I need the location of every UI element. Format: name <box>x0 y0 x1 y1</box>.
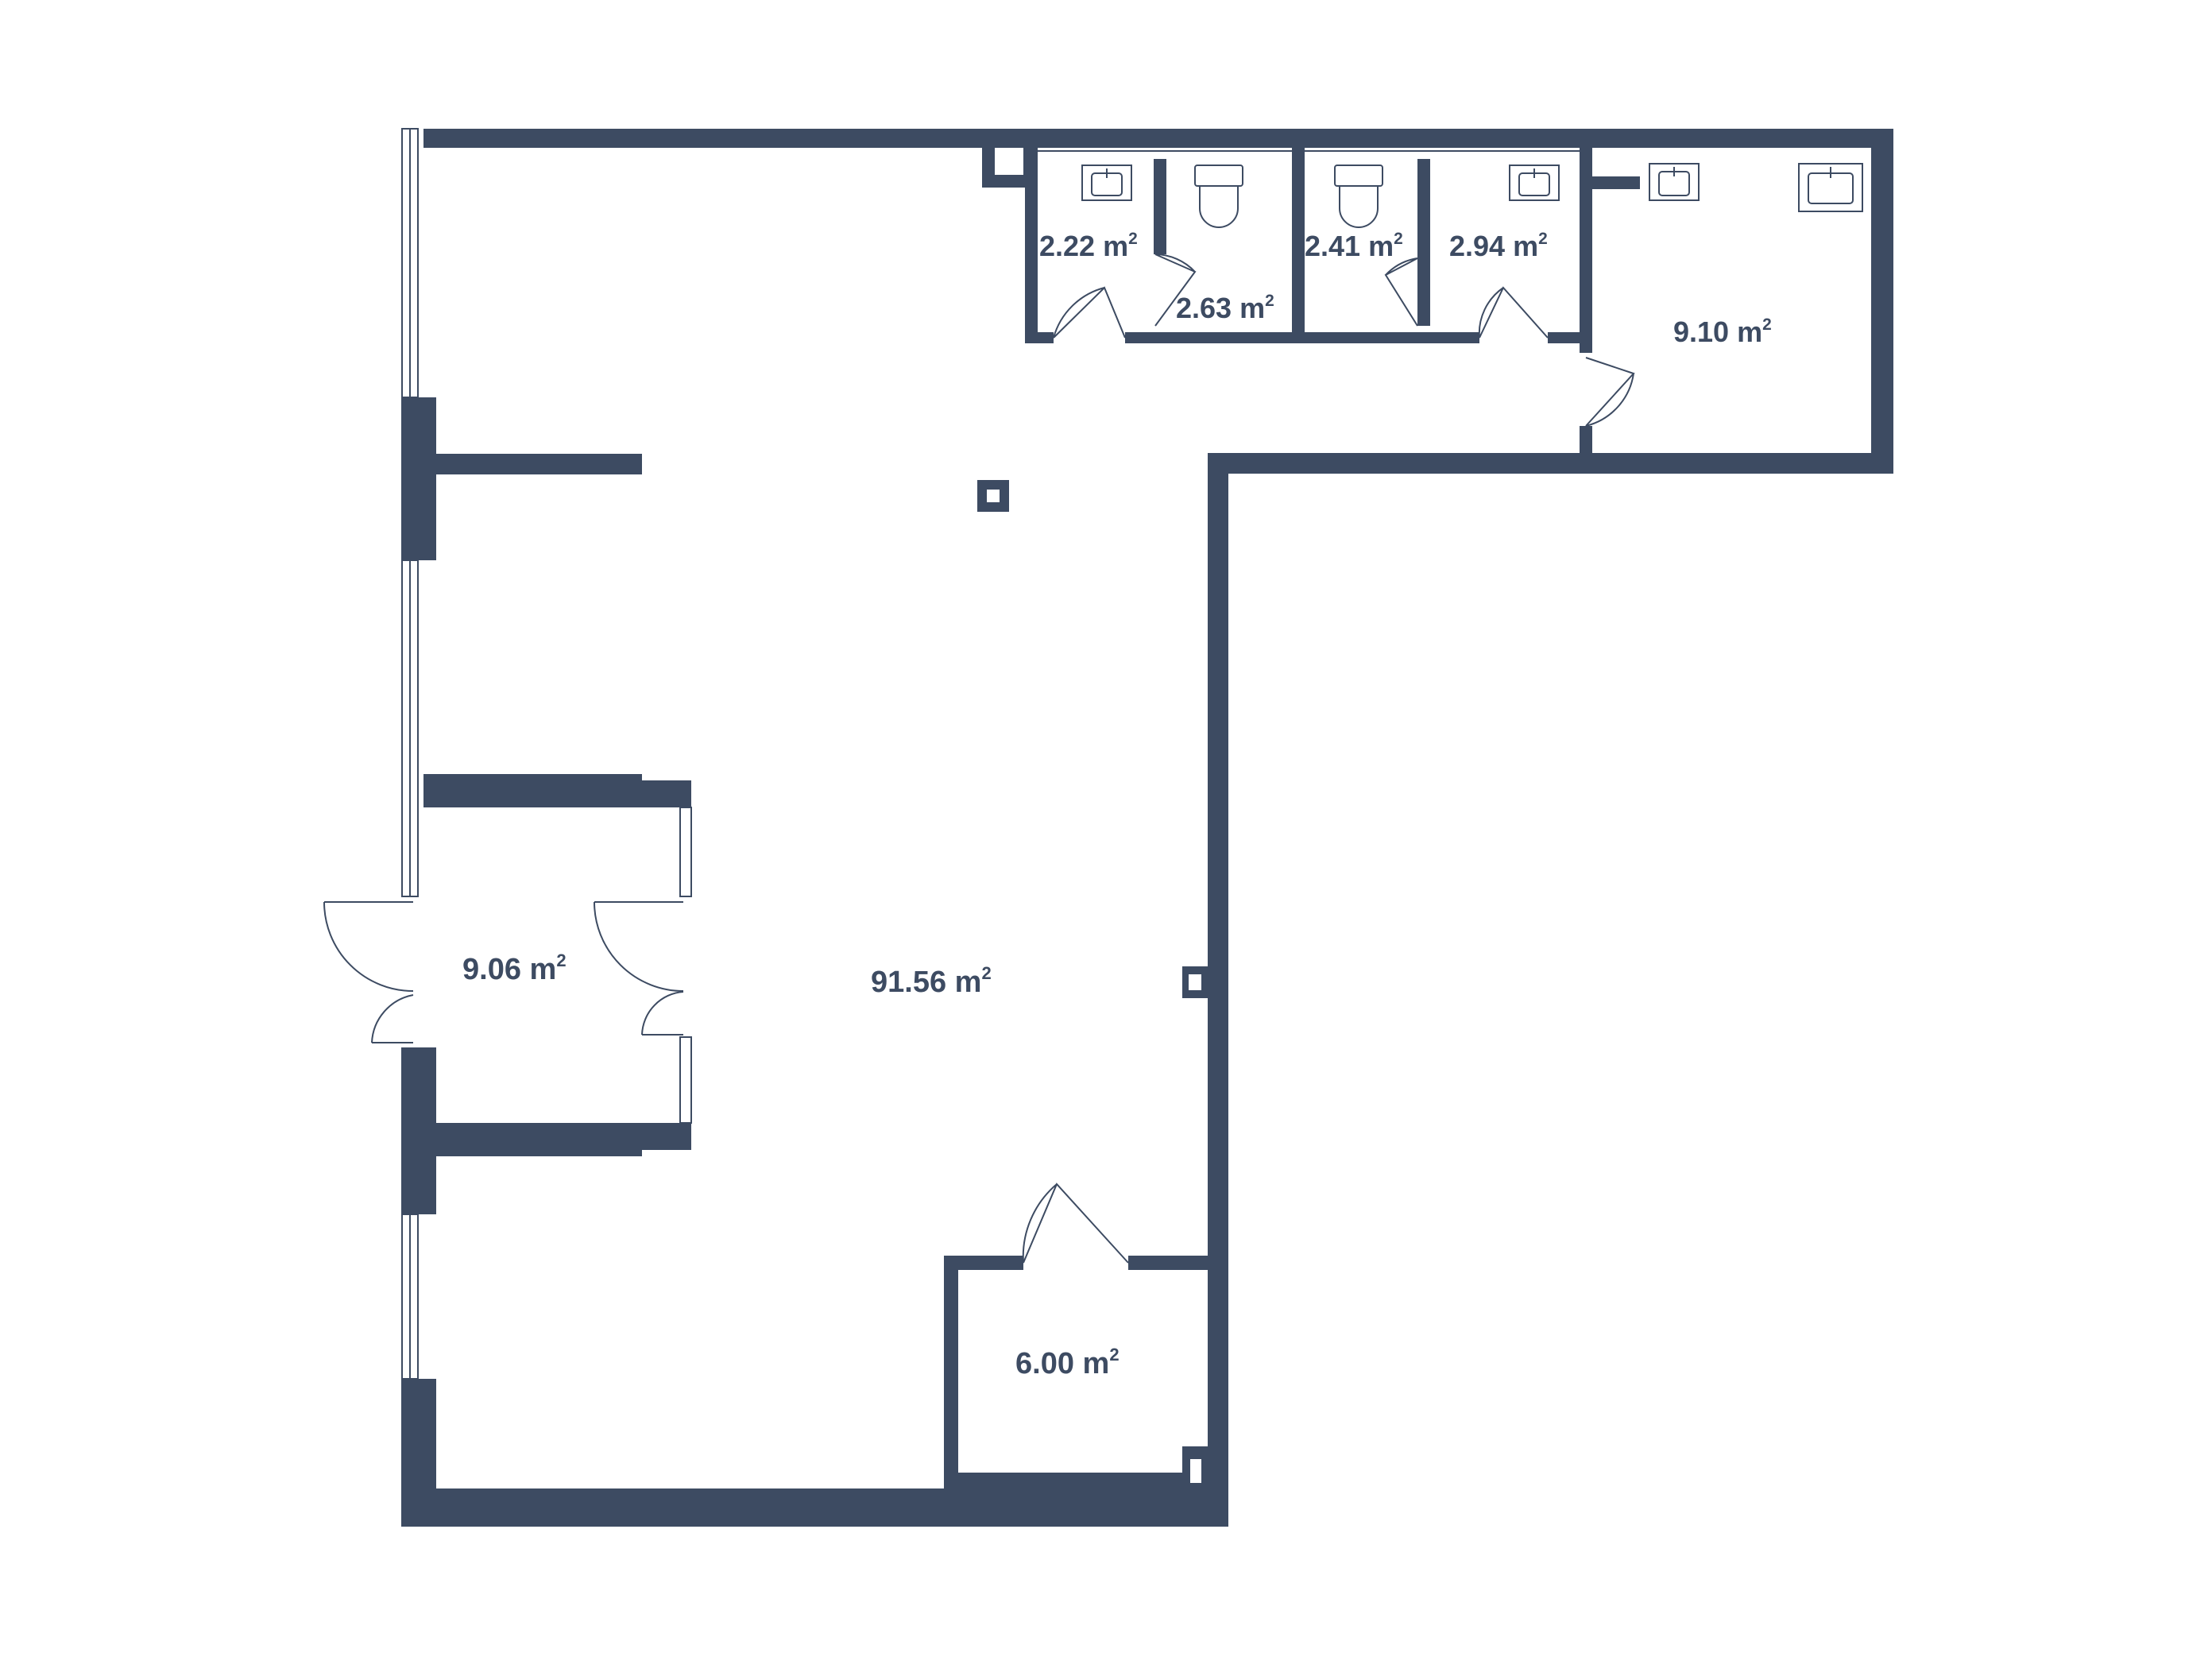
door-wc-1 <box>1053 286 1126 339</box>
wall-wing-bottom <box>1208 453 1893 474</box>
wall-storage-left <box>944 1256 958 1488</box>
wall-vestibule-bottom <box>436 1123 642 1156</box>
sink-icon <box>1798 163 1863 212</box>
sink-icon <box>1081 165 1132 201</box>
window-vestibule-bottom <box>679 1036 692 1124</box>
wall-vestibule-top <box>423 774 642 807</box>
wall-wc-1-2 <box>1154 159 1166 254</box>
wall-washroom-stub <box>1592 176 1640 189</box>
area-label-washroom-large: 9.10 m2 <box>1673 316 1772 348</box>
windows <box>401 128 1580 1380</box>
wall-left-pier-1 <box>401 397 436 560</box>
area-label-wc-4: 2.94 m2 <box>1449 230 1548 262</box>
column-center-hollow <box>987 490 1000 502</box>
window-vestibule-top <box>679 807 692 897</box>
wall-wc-bottom-1 <box>1025 332 1054 343</box>
wall-wc-bottom-2 <box>1125 332 1479 343</box>
toilet-icon <box>1194 165 1243 228</box>
door-wc-4 <box>1478 286 1549 339</box>
door-entrance-outer-bottom <box>371 994 414 1043</box>
door-storage <box>1022 1183 1129 1264</box>
wall-wc-bottom-3 <box>1548 332 1580 343</box>
wall-top <box>423 129 1893 148</box>
column-storage-hollow <box>1190 1459 1201 1483</box>
fixtures <box>1081 163 1863 228</box>
door-entrance-outer-top <box>323 901 414 992</box>
wall-main-right <box>1208 453 1228 1526</box>
wall-wc-right <box>1580 148 1592 353</box>
wall-left-pier-3 <box>401 1379 436 1527</box>
wall-left-pier-2 <box>401 1047 436 1214</box>
wall-wc-left <box>1025 148 1038 343</box>
column-top-hollow <box>995 148 1023 175</box>
wall-wc-2-3 <box>1292 148 1305 343</box>
sink-icon <box>1649 163 1700 201</box>
column-right-hollow <box>1189 974 1201 990</box>
door-wc-2 <box>1154 254 1197 327</box>
wall-stub-upper <box>436 454 642 474</box>
doors <box>323 254 1635 1264</box>
wall-bottom <box>401 1488 1228 1527</box>
wall-storage-bottom <box>958 1473 1208 1488</box>
area-label-storage-room: 6.00 m2 <box>1015 1345 1120 1380</box>
door-vestibule-inner-bottom <box>641 991 684 1036</box>
wall-storage-top-left <box>944 1256 1023 1270</box>
area-label-entrance-vestibule: 9.06 m2 <box>462 950 567 986</box>
toilet-icon <box>1334 165 1383 228</box>
door-vestibule-inner-top <box>594 901 684 992</box>
area-label-wc-1: 2.22 m2 <box>1039 230 1138 262</box>
wall-top-right <box>1871 129 1893 474</box>
walls <box>401 129 1893 1527</box>
wall-vestibule-top-cap <box>642 780 691 807</box>
wall-washroom-lower <box>1580 426 1592 458</box>
sink-icon <box>1509 165 1560 201</box>
wall-wc-3-4 <box>1417 159 1430 326</box>
wall-vestibule-bottom-cap <box>642 1123 691 1150</box>
area-label-wc-2: 2.63 m2 <box>1176 292 1274 324</box>
area-label-wc-3: 2.41 m2 <box>1305 230 1403 262</box>
door-wc-3 <box>1384 257 1418 327</box>
door-washroom <box>1585 357 1635 427</box>
wall-storage-top-right <box>1128 1256 1208 1270</box>
area-label-main-hall: 91.56 m2 <box>871 963 992 999</box>
area-labels: 91.56 m2 9.06 m2 6.00 m2 9.10 m2 2.22 m2… <box>462 230 1772 1380</box>
